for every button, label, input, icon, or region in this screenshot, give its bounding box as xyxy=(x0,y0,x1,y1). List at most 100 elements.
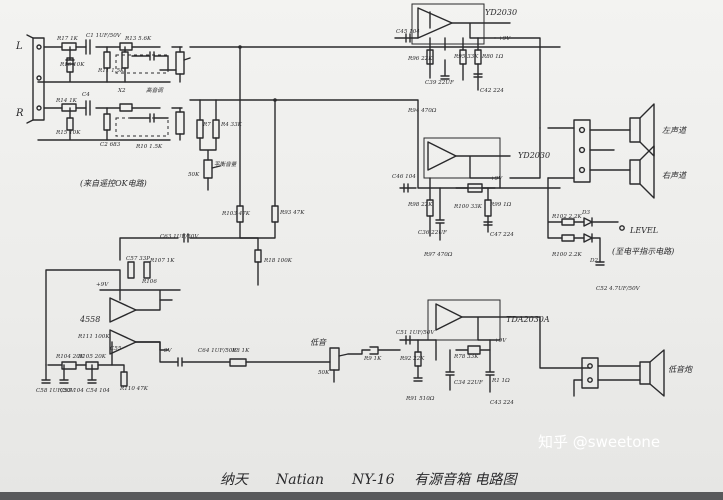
watermark: 知乎 @sweetone xyxy=(538,433,660,451)
label-r4: R4 33K xyxy=(220,122,243,128)
right-input-network xyxy=(37,100,185,141)
label-c52: C52 4.7UF/50V xyxy=(596,286,641,292)
label-r14: R14 1K xyxy=(55,98,78,104)
resistor-r11 xyxy=(103,51,111,69)
top-amp xyxy=(394,3,541,129)
label-c58: C58 1UF/50V xyxy=(36,388,75,394)
label-r94: R94 470Ω xyxy=(407,108,437,114)
label-plus9v-bot: +9V xyxy=(494,338,507,344)
label-minus9v: -9V xyxy=(162,348,172,354)
resistor-r15 xyxy=(66,117,74,131)
balance-network xyxy=(189,46,561,191)
speaker-terminal xyxy=(547,119,631,183)
label-plus9v-mid: +9V xyxy=(490,176,503,182)
label-sub-gain: 低音 xyxy=(310,338,327,347)
label-r18: R18 100K xyxy=(263,258,293,264)
label-r9: R9 1K xyxy=(363,356,382,362)
title-description: 有源音箱 电路图 xyxy=(414,472,518,488)
left-input-network xyxy=(37,39,191,83)
label-ic-middle: YD2030 xyxy=(518,151,550,160)
label-c63: C63 1UF/50V xyxy=(160,234,199,240)
label-r10: R10 1.5K xyxy=(135,144,163,150)
label-r95: R95 33K xyxy=(453,54,479,60)
capacitor-c4 xyxy=(85,100,91,116)
label-c43: C43 224 xyxy=(490,400,514,406)
label-r103: R103 47K xyxy=(221,211,251,217)
label-c64: C64 1UF/50V xyxy=(198,348,237,354)
title-brand-en: Natian xyxy=(275,472,324,488)
label-r15: R15 10K xyxy=(55,130,81,136)
label-plus9v-top: +9V xyxy=(498,36,511,42)
label-r100b: R100 2.2K xyxy=(551,252,583,258)
label-ic-top: YD2030 xyxy=(485,8,517,17)
resistor-r4 xyxy=(212,119,220,139)
input-left-label: L xyxy=(15,41,23,52)
label-r98: R98 22K xyxy=(407,202,433,208)
label-speaker-sub: 低音炮 xyxy=(668,365,693,374)
speaker-left xyxy=(629,103,655,157)
sub-volume xyxy=(329,346,401,383)
label-c2: C2 683 xyxy=(100,142,121,148)
label-speaker-right: 右声道 xyxy=(662,171,687,180)
sub-mixer xyxy=(236,45,279,286)
label-c47: C47 224 xyxy=(490,232,514,238)
label-r16: R16 10K xyxy=(59,62,85,68)
label-x2: X2 xyxy=(117,88,126,94)
label-c55: C55 xyxy=(110,346,122,352)
volume-pot-va xyxy=(175,51,185,75)
balance-pot xyxy=(203,159,213,179)
label-c4: C4 xyxy=(82,92,90,98)
label-r105: R105 20K xyxy=(77,354,107,360)
volume-pot-vb xyxy=(175,111,185,135)
label-level-note: (至电平指示电路) xyxy=(612,247,674,256)
label-c54: C54 104 xyxy=(86,388,110,394)
label-c42: C42 224 xyxy=(480,88,504,94)
resistor-r17 xyxy=(61,42,77,51)
label-r17: R17 1K xyxy=(56,36,79,42)
label-opamp: 4558 xyxy=(79,315,100,324)
label-r106: R106 xyxy=(141,279,157,285)
label-c34: C34 22UF xyxy=(454,380,484,386)
label-d2: D2 xyxy=(589,258,598,264)
label-level: LEVEL xyxy=(629,226,658,235)
label-c1: C1 1UF/50V xyxy=(86,33,122,39)
label-pot-50k: 50K xyxy=(188,172,200,178)
label-ic-bottom: TDA2030A xyxy=(506,315,550,324)
capacitor-c1 xyxy=(85,39,91,55)
label-c51: C51 1UF/50V xyxy=(396,330,435,336)
label-r97: R97 470Ω xyxy=(423,252,453,258)
label-r96: R96 22K xyxy=(407,56,433,62)
label-c46: C46 104 xyxy=(392,174,416,180)
label-r11: R11 1.5K xyxy=(97,68,125,74)
resistor-r12 xyxy=(119,103,133,112)
title-model: NY-16 xyxy=(351,472,395,488)
subwoofer-speaker xyxy=(573,349,665,397)
label-r7: R7 xyxy=(202,122,211,128)
photo-bottom-edge xyxy=(0,492,723,500)
level-detector xyxy=(547,177,625,266)
label-plus9v-op: +9V xyxy=(96,282,109,288)
speaker-right xyxy=(629,145,655,199)
label-r78: R78 33K xyxy=(453,354,479,360)
label-remote-note: (来自遥控OK电路) xyxy=(80,179,147,188)
label-speaker-left: 左声道 xyxy=(662,126,687,135)
label-balance: 平衡音量 xyxy=(214,161,238,168)
middle-amp xyxy=(399,127,541,241)
label-pot-50k-b: 50K xyxy=(318,370,330,376)
sub-filter xyxy=(41,233,331,387)
label-c53: C53 104 xyxy=(60,388,84,394)
label-r93: R93 47K xyxy=(279,210,305,216)
input-jack xyxy=(26,34,45,124)
label-r80: R80 1Ω xyxy=(481,54,504,60)
label-r102: R102 2.2K xyxy=(551,214,583,220)
label-r8: R8 1K xyxy=(231,348,250,354)
label-c36: C36 22UF xyxy=(418,230,448,236)
label-r99: R99 1Ω xyxy=(489,202,512,208)
title-brand-cn: 纳天 xyxy=(220,472,250,488)
label-r100: R100 33K xyxy=(453,204,483,210)
bottom-amp xyxy=(399,299,591,393)
label-c39: C39 22UF xyxy=(425,80,455,86)
label-r13: R13 5.6K xyxy=(124,36,152,42)
